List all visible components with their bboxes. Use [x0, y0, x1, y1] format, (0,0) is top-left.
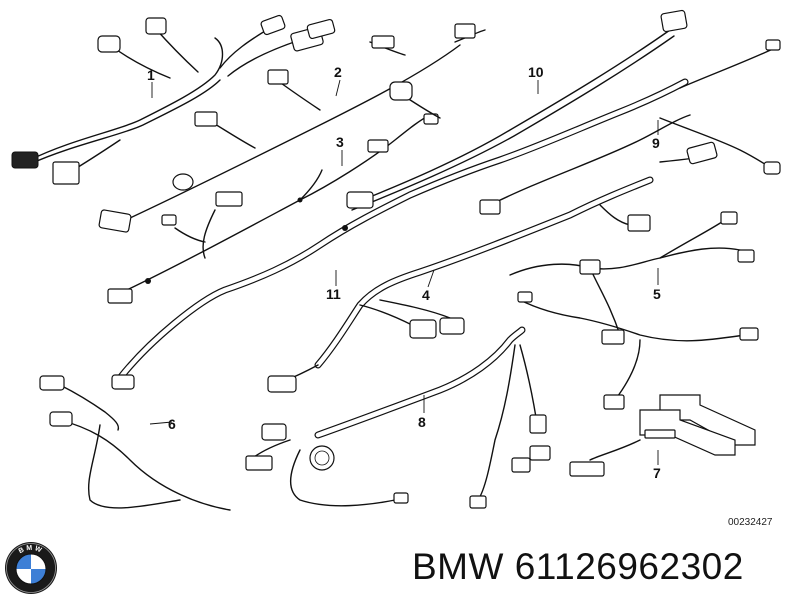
harness-1: [11, 14, 336, 185]
callout-2: 2: [334, 64, 342, 80]
harness-5: [509, 211, 759, 410]
connector: [111, 374, 135, 390]
callout-6: 6: [168, 416, 176, 432]
connector: [261, 423, 287, 441]
callout-7: 7: [653, 465, 661, 481]
connector: [145, 17, 167, 35]
connector: [49, 411, 73, 427]
connector: [517, 291, 533, 303]
connector: [686, 141, 718, 165]
connector: [737, 249, 755, 263]
connector: [603, 394, 625, 410]
connector: [97, 35, 121, 53]
leader-lines: [149, 79, 659, 465]
bmw-logo-text: BMW: [18, 545, 43, 555]
connector: [267, 375, 297, 393]
svg-text:BMW: BMW: [18, 545, 45, 555]
relay-box: [52, 161, 80, 185]
connector: [367, 139, 389, 153]
callout-10: 10: [528, 64, 544, 80]
round-connector: [309, 445, 335, 471]
part-number-caption: BMW 61126962302: [412, 546, 744, 587]
callout-1: 1: [147, 67, 155, 83]
connector: [601, 329, 625, 345]
diagram-reference-number: 00232427: [728, 517, 773, 528]
connector: [245, 455, 273, 471]
connector: [98, 209, 132, 233]
connector: [439, 317, 465, 335]
connector: [389, 81, 413, 101]
connector: [346, 191, 374, 209]
callout-8: 8: [418, 414, 426, 430]
harness-10: [346, 9, 688, 211]
connector: [569, 461, 605, 477]
connector: [306, 18, 336, 40]
callout-5: 5: [653, 286, 661, 302]
connector: [720, 211, 738, 225]
harness-7: [569, 394, 756, 477]
connector: [107, 288, 133, 304]
connector: [267, 69, 289, 85]
connector: [469, 495, 487, 509]
grommet: [172, 173, 194, 191]
connector: [393, 492, 409, 504]
connector: [479, 199, 501, 215]
ribbon-cable: [644, 429, 676, 439]
connector: [627, 214, 651, 232]
connector: [765, 39, 781, 51]
harness-4: [267, 176, 654, 393]
callout-4: 4: [422, 287, 430, 303]
connector: [454, 23, 476, 39]
connector: [579, 259, 601, 275]
bmw-logo-icon: BMW: [5, 542, 57, 594]
connector: [161, 214, 177, 226]
callout-11: 11: [326, 286, 341, 302]
harness-3: [107, 113, 439, 304]
connector: [371, 35, 395, 49]
connector: [423, 113, 439, 125]
harness-6: [39, 375, 231, 511]
harness-9: [479, 39, 781, 232]
connector: [529, 445, 551, 461]
connector: [215, 191, 243, 207]
connector: [39, 375, 65, 391]
harness-11: [111, 78, 689, 390]
connector: [194, 111, 218, 127]
connector: [11, 151, 39, 169]
callout-9: 9: [652, 135, 660, 151]
connector: [739, 327, 759, 341]
harness-8: [245, 326, 551, 509]
connector: [260, 14, 286, 36]
connector: [529, 414, 547, 434]
callout-3: 3: [336, 134, 344, 150]
connector: [511, 457, 531, 473]
harness-2: [98, 23, 486, 233]
connector: [409, 319, 437, 339]
callout-labels: 1 2 3 4 5 6 7 8 9 10 11: [147, 64, 661, 481]
connector: [763, 161, 781, 175]
connector: [660, 9, 688, 33]
